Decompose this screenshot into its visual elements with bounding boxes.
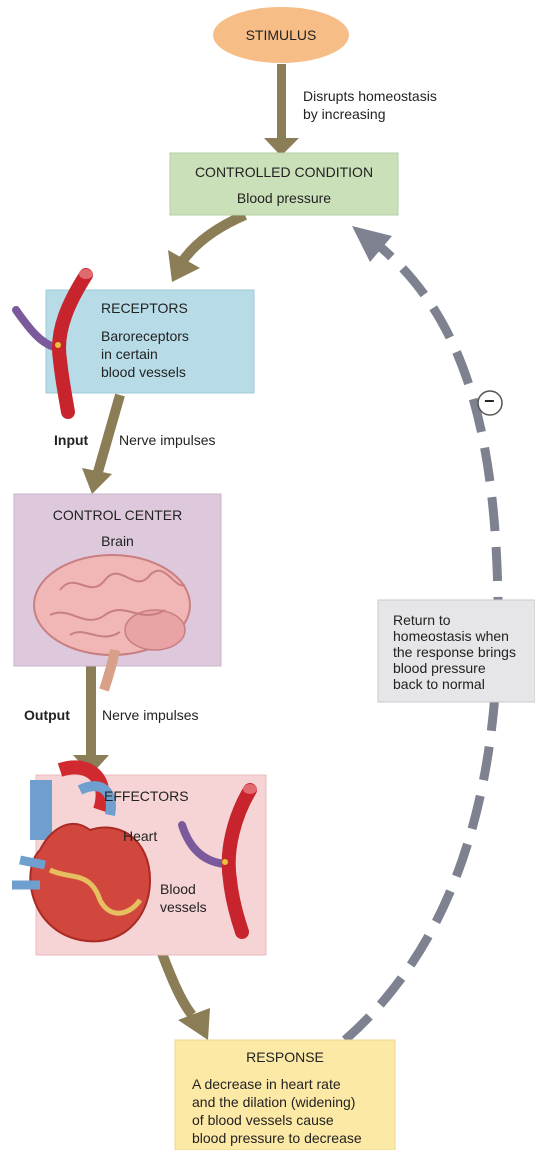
effectors-vessels-line2: vessels [160, 898, 207, 916]
arrow-stimulus-shaft [277, 64, 286, 142]
response-line3: of blood vessels cause [192, 1111, 334, 1129]
stimulus-note-line2: by increasing [303, 105, 386, 123]
effectors-vessels-line1: Blood [160, 880, 196, 898]
receptors-title: RECEPTORS [101, 299, 188, 317]
response-line2: and the dilation (widening) [192, 1093, 355, 1111]
controlled-condition-title: CONTROLLED CONDITION [170, 163, 398, 181]
output-label: Output [24, 706, 70, 724]
feedback-line5: back to normal [393, 675, 485, 693]
receptors-line3: blood vessels [101, 363, 186, 381]
input-label: Input [54, 431, 88, 449]
response-line4: blood pressure to decrease [192, 1129, 362, 1147]
receptors-line2: in certain [101, 345, 158, 363]
stimulus-note-line1: Disrupts homeostasis [303, 87, 437, 105]
response-line1: A decrease in heart rate [192, 1075, 341, 1093]
receptors-line1: Baroreceptors [101, 327, 189, 345]
stimulus-label: STIMULUS [240, 26, 322, 44]
arrow-controlled-shaft [182, 215, 245, 262]
control-center-title: CONTROL CENTER [14, 506, 221, 524]
brain-icon [34, 555, 190, 690]
response-title: RESPONSE [175, 1048, 395, 1066]
effectors-heart-label: Heart [123, 827, 157, 845]
effectors-title: EFFECTORS [104, 787, 189, 805]
arrow-input-head [82, 468, 112, 494]
input-text: Nerve impulses [119, 431, 215, 449]
minus-sign: − [484, 392, 495, 410]
output-text: Nerve impulses [102, 706, 198, 724]
control-center-value: Brain [14, 532, 221, 550]
arrow-output-shaft [86, 660, 96, 760]
controlled-condition-value: Blood pressure [170, 189, 398, 207]
arrow-input-shaft [98, 395, 120, 472]
